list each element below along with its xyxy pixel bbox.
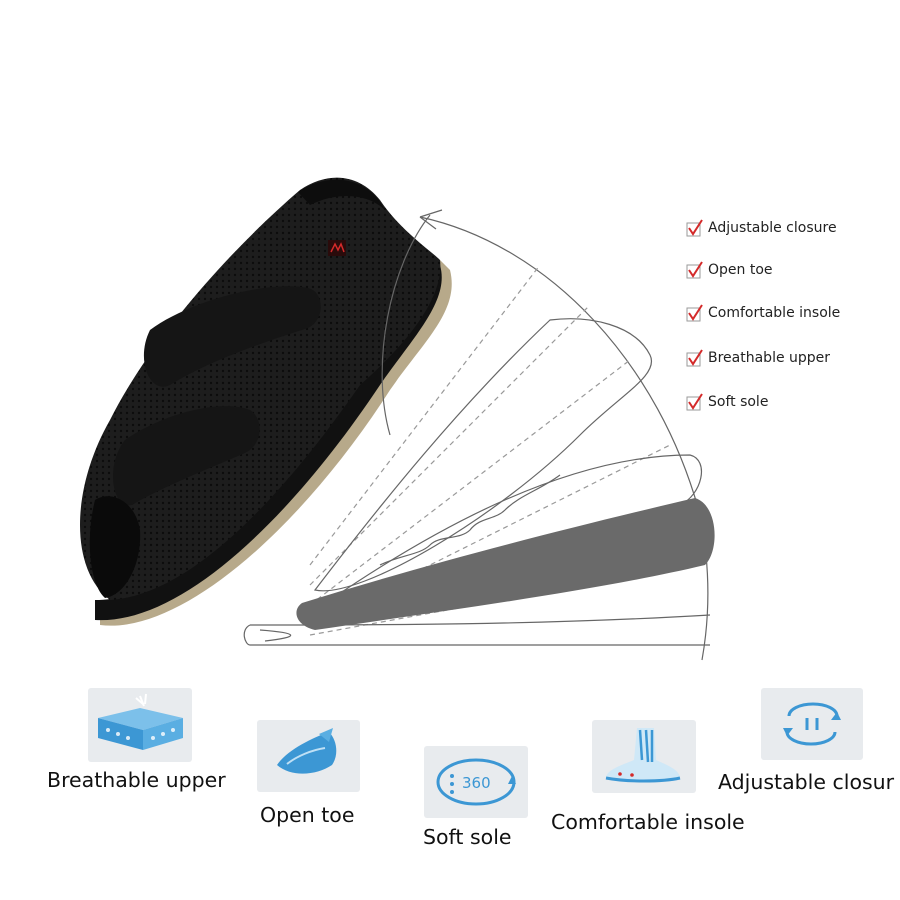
checkmark-icon: [686, 261, 703, 279]
foot-insole-icon: [605, 728, 681, 783]
icon-tile-label: Breathable upper: [47, 768, 226, 792]
feature-item: Adjustable closure: [686, 215, 837, 241]
icon-tile: 360: [424, 746, 528, 818]
icon-tile-label: Comfortable insole: [551, 810, 745, 834]
checkmark-icon: [686, 393, 703, 411]
checkmark-icon: [686, 304, 703, 322]
icon-tile: [592, 720, 696, 793]
feature-label: Open toe: [708, 262, 773, 278]
feature-label: Adjustable closure: [708, 220, 837, 236]
feature-label: Soft sole: [708, 394, 769, 410]
sole-flex-diagram: [243, 209, 715, 661]
breathable-mesh-icon: [98, 693, 183, 750]
checkmark-icon: [686, 349, 703, 367]
shoe-photo: [80, 177, 452, 626]
checkmark-icon: [686, 219, 703, 237]
icon-tile: [88, 688, 192, 762]
icon-tile-label: Adjustable closur: [718, 770, 895, 794]
icon-tile: [761, 688, 863, 760]
feature-label: Breathable upper: [708, 350, 831, 366]
feature-item: Breathable upper: [686, 345, 830, 371]
feature-label: Comfortable insole: [708, 305, 841, 321]
adjust-arrows-icon: [783, 702, 841, 746]
feature-item: Open toe: [686, 257, 773, 283]
icon-tile-label: Open toe: [260, 803, 355, 827]
open-toe-icon: [277, 728, 337, 774]
rotate-360-icon: 360: [436, 758, 516, 806]
feature-item: Comfortable insole: [686, 300, 840, 326]
svg-text:360: 360: [462, 774, 491, 792]
icon-tile: [257, 720, 360, 792]
icon-tile-label: Soft sole: [423, 825, 512, 849]
feature-item: Soft sole: [686, 389, 768, 415]
